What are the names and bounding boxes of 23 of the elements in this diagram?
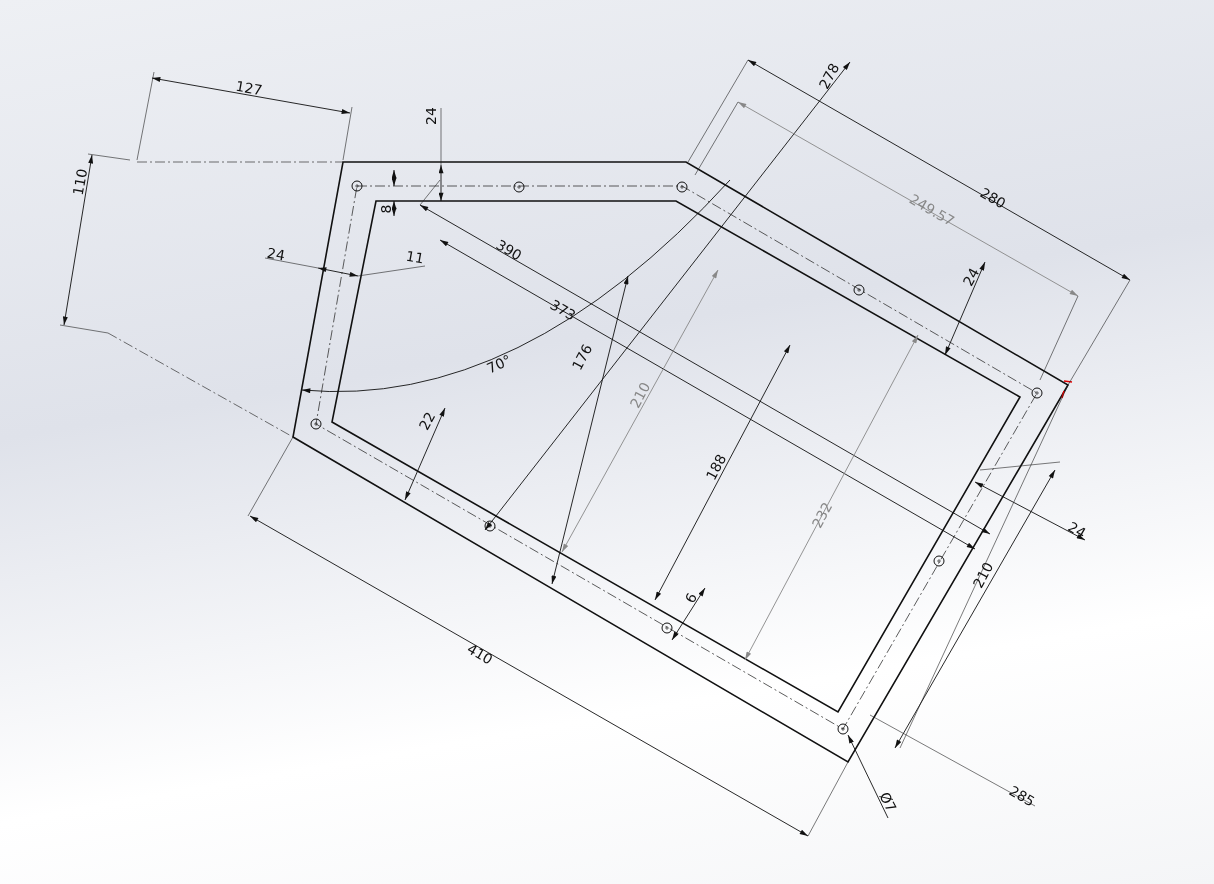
dimension-value: 210	[969, 558, 997, 592]
dimension-value: 8	[378, 203, 394, 215]
dimension-value: 176	[568, 340, 596, 374]
dimension-value: 24	[1064, 518, 1090, 542]
dimension-value: 390	[492, 235, 526, 265]
dimension-value: 6	[681, 589, 701, 607]
dimension-value: 280	[976, 183, 1010, 213]
dimension-value: 24	[959, 264, 983, 290]
dimension-value: 24	[423, 106, 439, 126]
dimension-value: 110	[69, 166, 91, 198]
dimension-value: 278	[815, 59, 843, 93]
dimension-value: 24	[264, 244, 288, 264]
dimension-value: 373	[546, 295, 580, 325]
dimension-value: 232	[808, 498, 836, 532]
dimension-value: 210	[626, 378, 654, 412]
dimension-value: 188	[702, 450, 730, 484]
dimension-value: 410	[463, 639, 497, 669]
dimension-value: 127	[233, 77, 265, 99]
dimension-value: 285	[1005, 781, 1039, 811]
dimension-value: 70°	[483, 351, 515, 377]
dimension-value: 22	[415, 408, 439, 434]
dimension-value: Ø7	[875, 788, 901, 816]
dimension-value: 11	[403, 247, 427, 267]
